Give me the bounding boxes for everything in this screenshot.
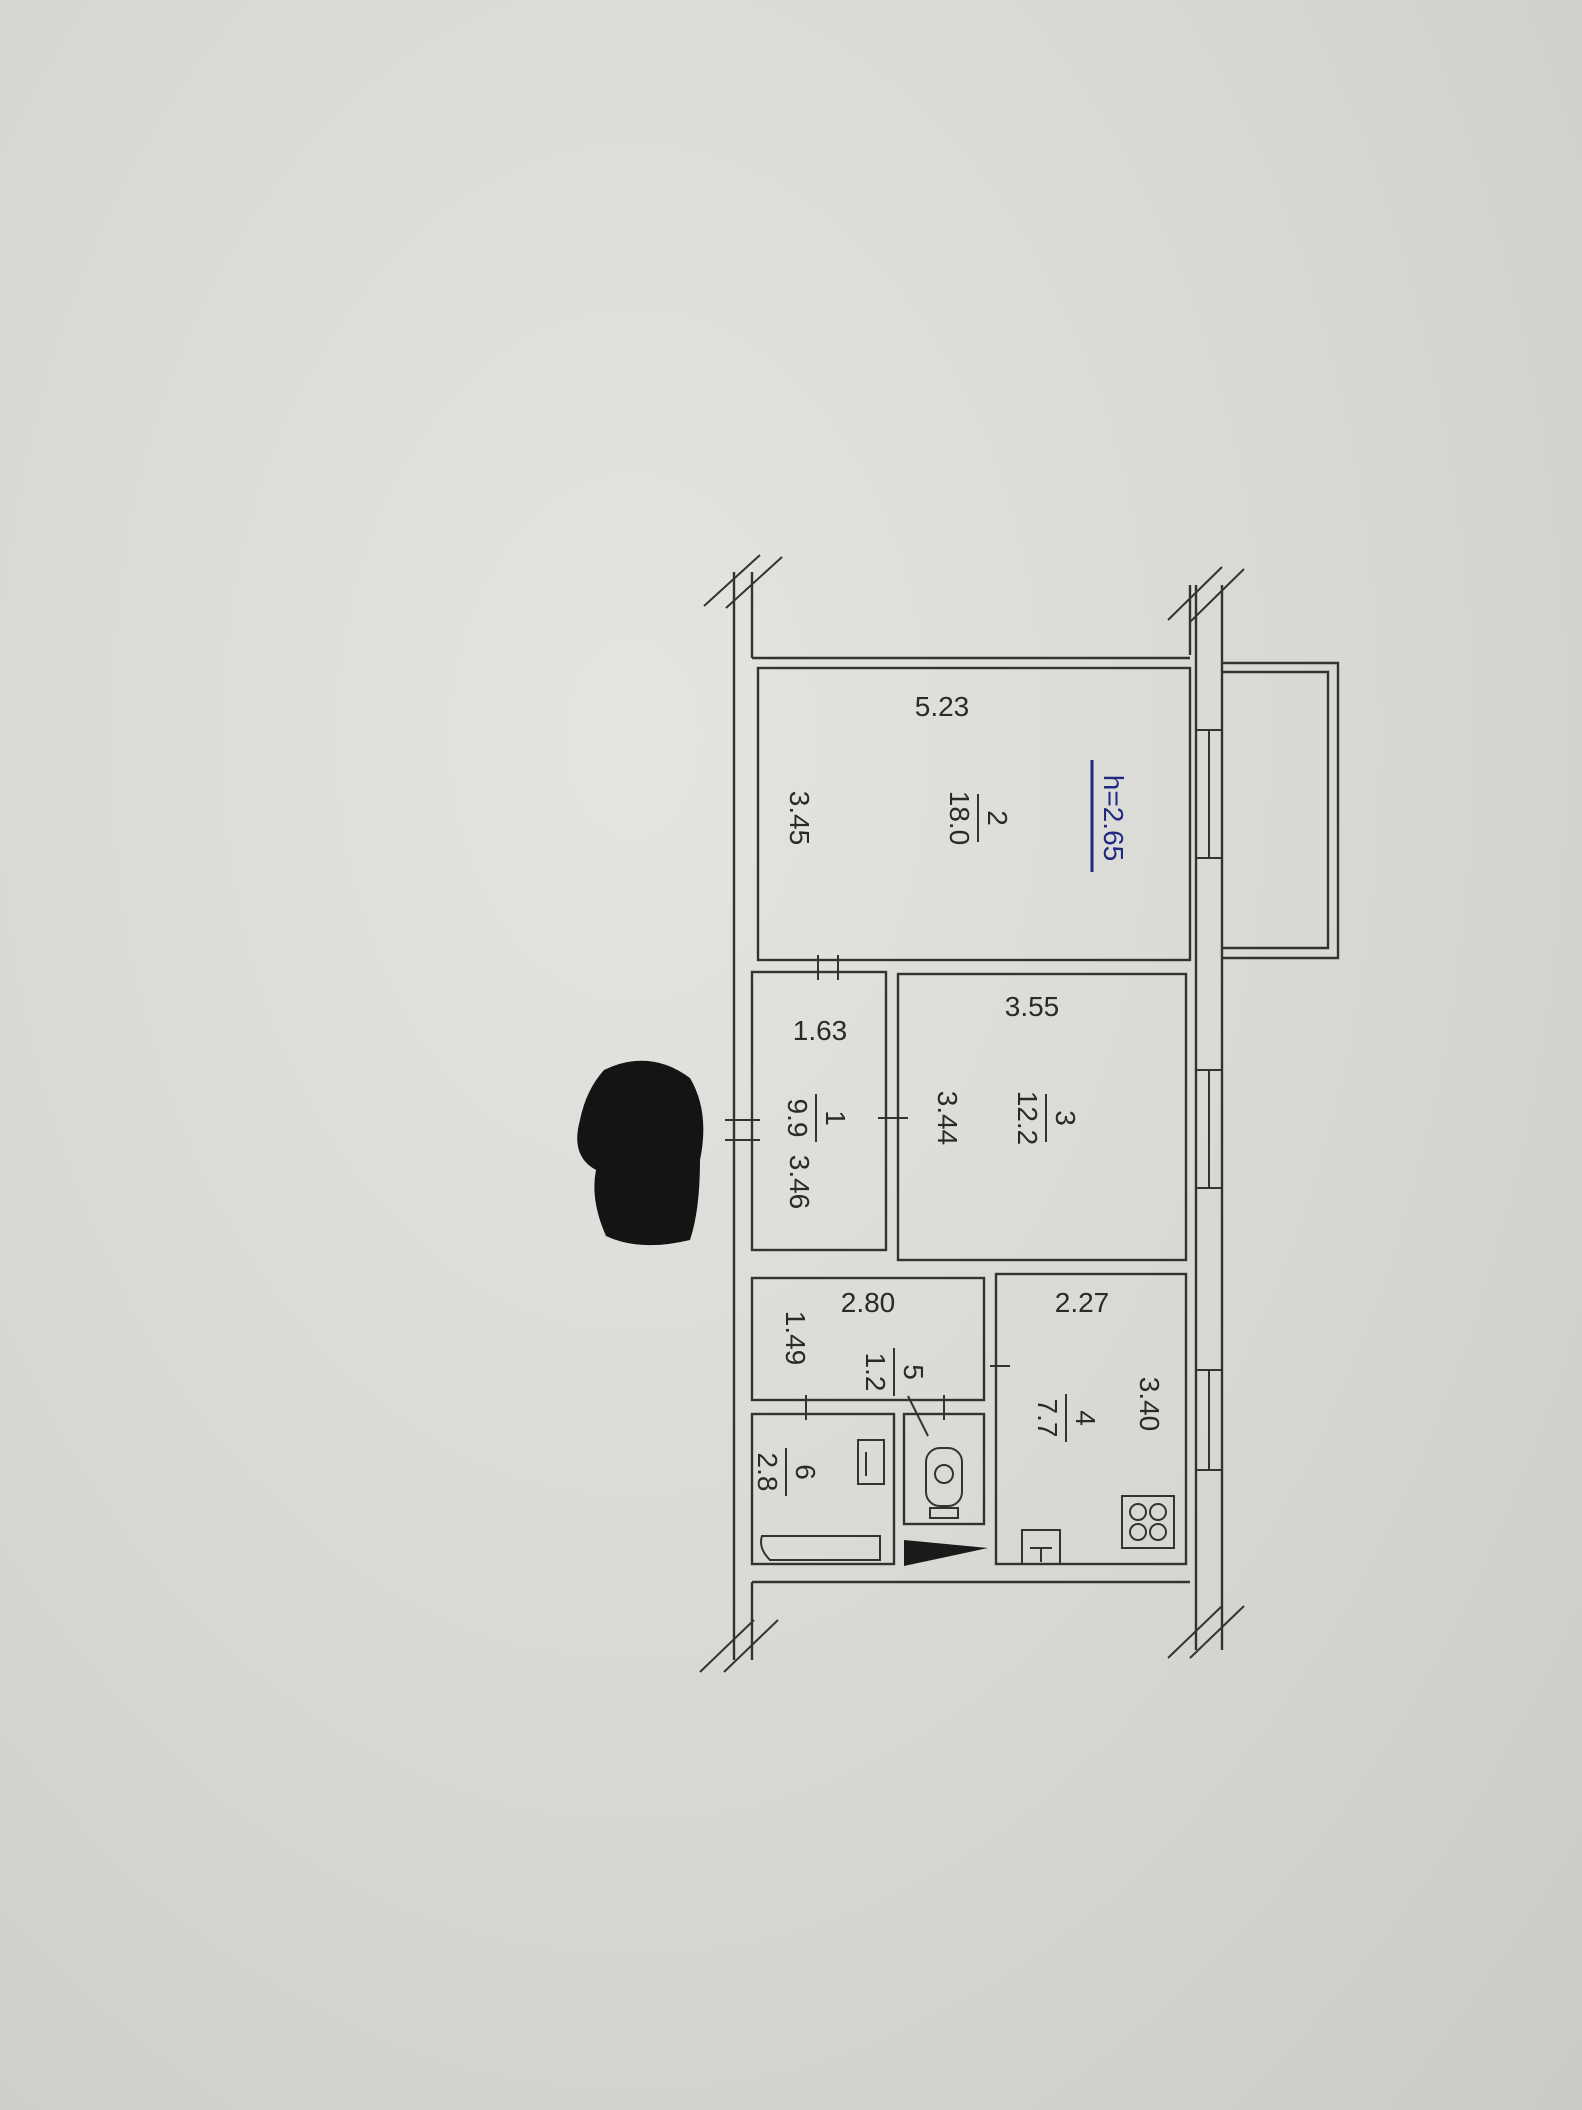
room-5-width: 1.49	[780, 1311, 811, 1366]
room-6-number: 6	[790, 1464, 821, 1480]
washbasin-icon	[857, 1439, 885, 1485]
room-4-length: 2.27	[1055, 1287, 1110, 1318]
room-3-number: 3	[1050, 1110, 1081, 1126]
room-5-leader	[907, 1395, 929, 1437]
vent-shaft	[904, 1540, 988, 1566]
room-1-area: 9.9	[782, 1099, 813, 1138]
room-3-length: 3.55	[1005, 991, 1060, 1022]
toilet-icon	[925, 1447, 963, 1519]
room-6-area: 2.8	[752, 1453, 783, 1492]
room-4-number: 4	[1070, 1410, 1101, 1426]
room-5-number: 5	[898, 1364, 929, 1380]
stove-icon	[1121, 1495, 1175, 1549]
room-2-number: 2	[982, 810, 1013, 826]
bathtub-icon	[760, 1535, 881, 1561]
windows	[1195, 729, 1223, 1471]
room-2-width: 3.45	[784, 791, 815, 846]
room-4-width: 3.40	[1134, 1377, 1165, 1432]
room-5-area: 1.2	[860, 1353, 891, 1392]
redaction-blot	[577, 1060, 704, 1246]
room-5-length: 2.80	[841, 1287, 896, 1318]
ceiling-height: h=2.65	[1098, 775, 1129, 861]
room-2-length: 5.23	[915, 691, 970, 722]
sink-icon	[1021, 1529, 1061, 1565]
room-1-width: 3.46	[784, 1155, 815, 1210]
room-2-area: 18.0	[944, 791, 975, 846]
room-4-area: 7.7	[1032, 1399, 1063, 1438]
room-3-area: 12.2	[1012, 1091, 1043, 1146]
room-1-number: 1	[820, 1110, 851, 1126]
doors	[725, 955, 1010, 1420]
room-1-length: 1.63	[793, 1015, 848, 1046]
room-3-width: 3.44	[932, 1091, 963, 1146]
